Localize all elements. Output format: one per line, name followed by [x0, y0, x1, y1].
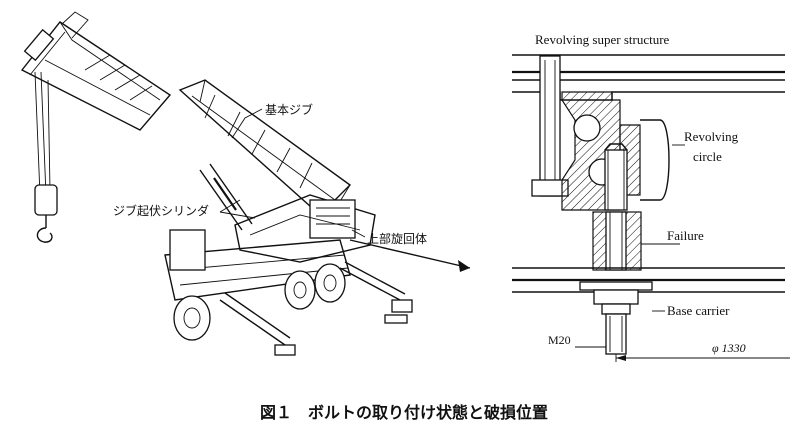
- label-basic-jib: 基本ジブ: [265, 102, 313, 117]
- label-super-structure: Revolving super structure: [535, 32, 670, 47]
- bolt-detail-drawing: Revolving super structure Revolving circ…: [512, 32, 790, 362]
- base-carrier-plates: [512, 267, 785, 293]
- upper-revolving-body: [234, 194, 376, 263]
- wheels: [173, 263, 346, 341]
- label-base-carrier: Base carrier: [667, 303, 730, 318]
- label-diameter: φ 1330: [712, 341, 746, 355]
- figure-caption: 図１ ボルトの取り付け状態と破損位置: [260, 403, 548, 422]
- label-failure: Failure: [667, 228, 704, 243]
- hook-assembly: [34, 71, 58, 243]
- label-circle: circle: [693, 149, 722, 164]
- diameter-dimension: [615, 354, 790, 362]
- upper-bolt: [531, 55, 569, 197]
- boom-top-section: [20, 11, 172, 131]
- detail-arrow: [349, 239, 471, 272]
- outriggers: [219, 261, 413, 356]
- label-bolt-size: M20: [548, 333, 571, 347]
- crane-illustration: 基本ジブ ジブ起伏シリンダ 上部旋回体: [20, 11, 471, 356]
- crane-leader-lines: [219, 108, 366, 238]
- luffing-cylinder: [199, 163, 253, 231]
- label-revolving: Revolving: [684, 129, 739, 144]
- label-luffing-cylinder: ジブ起伏シリンダ: [113, 203, 209, 218]
- carrier-chassis: [164, 229, 351, 301]
- label-upper-revolving-body: 上部旋回体: [367, 231, 427, 246]
- lower-bolt: [579, 143, 653, 355]
- main-boom: [178, 79, 352, 216]
